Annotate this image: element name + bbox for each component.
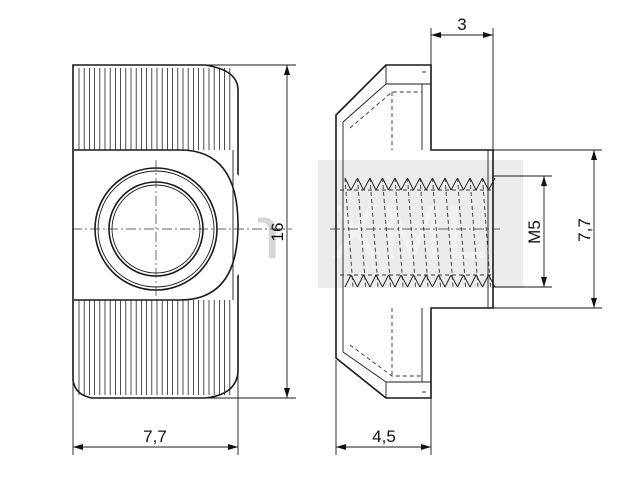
watermark-text-right: XML xyxy=(330,190,486,275)
thread-crest xyxy=(382,177,389,191)
thread-crest xyxy=(469,177,477,191)
thread-crest xyxy=(432,274,439,288)
knurl-ribs-bottom xyxy=(78,300,231,395)
knurl-ribs-top xyxy=(78,68,231,150)
thread-flank xyxy=(444,177,454,288)
front-height-dimension: 16 xyxy=(206,64,296,399)
thread-crest xyxy=(450,177,458,191)
thread-flank xyxy=(469,177,479,288)
thread-crest xyxy=(457,274,464,288)
thread-crest xyxy=(419,274,427,288)
thread-flank xyxy=(357,177,366,288)
thread-crest xyxy=(488,177,496,191)
thread-crest xyxy=(444,274,452,288)
side-head-outline xyxy=(335,64,494,399)
thread-crest xyxy=(357,274,364,288)
thread-crest xyxy=(357,177,364,191)
side-chamfer-top-inner xyxy=(342,83,387,123)
thread-diameter-label: M5 xyxy=(525,220,544,244)
thread-crest xyxy=(469,274,477,288)
thread-crest xyxy=(375,177,383,191)
thread-crest xyxy=(382,274,389,288)
thread-crest xyxy=(394,274,402,288)
side-width-dimension: 4,5 xyxy=(335,360,432,455)
shank-diameter-label: 7,7 xyxy=(575,218,594,242)
thread-crest xyxy=(457,177,464,191)
front-view xyxy=(72,64,292,399)
front-band-outline xyxy=(74,149,239,301)
thread-flank xyxy=(407,177,416,288)
thread-crest xyxy=(438,177,446,191)
thread-crest xyxy=(475,177,483,191)
front-width-label: 7,7 xyxy=(143,427,167,446)
side-chamfer-bottom-inner xyxy=(342,351,387,383)
thread-crest xyxy=(425,177,433,191)
thread-crest xyxy=(350,177,358,191)
front-width-dimension: 7,7 xyxy=(72,372,239,455)
thread-flank xyxy=(394,177,404,288)
thread-crest xyxy=(369,274,377,288)
thread-crest xyxy=(388,177,396,191)
shank-diameter-dimension: 7,7 xyxy=(493,149,602,309)
thread-crest xyxy=(432,177,439,191)
thread-crest xyxy=(407,177,414,191)
thread-crest xyxy=(482,274,489,288)
thread-crest xyxy=(363,177,371,191)
thread-crest xyxy=(369,177,377,191)
thread-flank xyxy=(369,177,379,288)
thread-crest xyxy=(344,274,352,288)
thread-flank xyxy=(419,177,429,288)
front-middle-band xyxy=(74,150,258,300)
thread-crest xyxy=(482,177,489,191)
front-body-outline xyxy=(72,64,239,399)
thread-crest xyxy=(463,177,471,191)
collar-width-label: 3 xyxy=(457,15,466,34)
thread-crest xyxy=(444,177,452,191)
side-hidden-edges xyxy=(349,71,426,393)
thread-crest xyxy=(407,274,414,288)
thread-crest xyxy=(394,177,402,191)
thread-crest xyxy=(400,177,408,191)
side-width-label: 4,5 xyxy=(372,427,396,446)
thread-crest xyxy=(419,177,427,191)
front-height-label: 16 xyxy=(268,223,287,242)
side-view xyxy=(330,64,500,399)
side-thread xyxy=(344,177,496,288)
thread-crest xyxy=(344,177,352,191)
thread-flank xyxy=(382,177,391,288)
thread-flank xyxy=(482,177,491,288)
thread-crest xyxy=(413,177,421,191)
thread-flank xyxy=(344,177,354,288)
collar-width-dimension: 3 xyxy=(430,15,494,150)
thread-diameter-dimension: M5 xyxy=(493,175,552,288)
thread-flank xyxy=(457,177,466,288)
thread-flank xyxy=(432,177,441,288)
